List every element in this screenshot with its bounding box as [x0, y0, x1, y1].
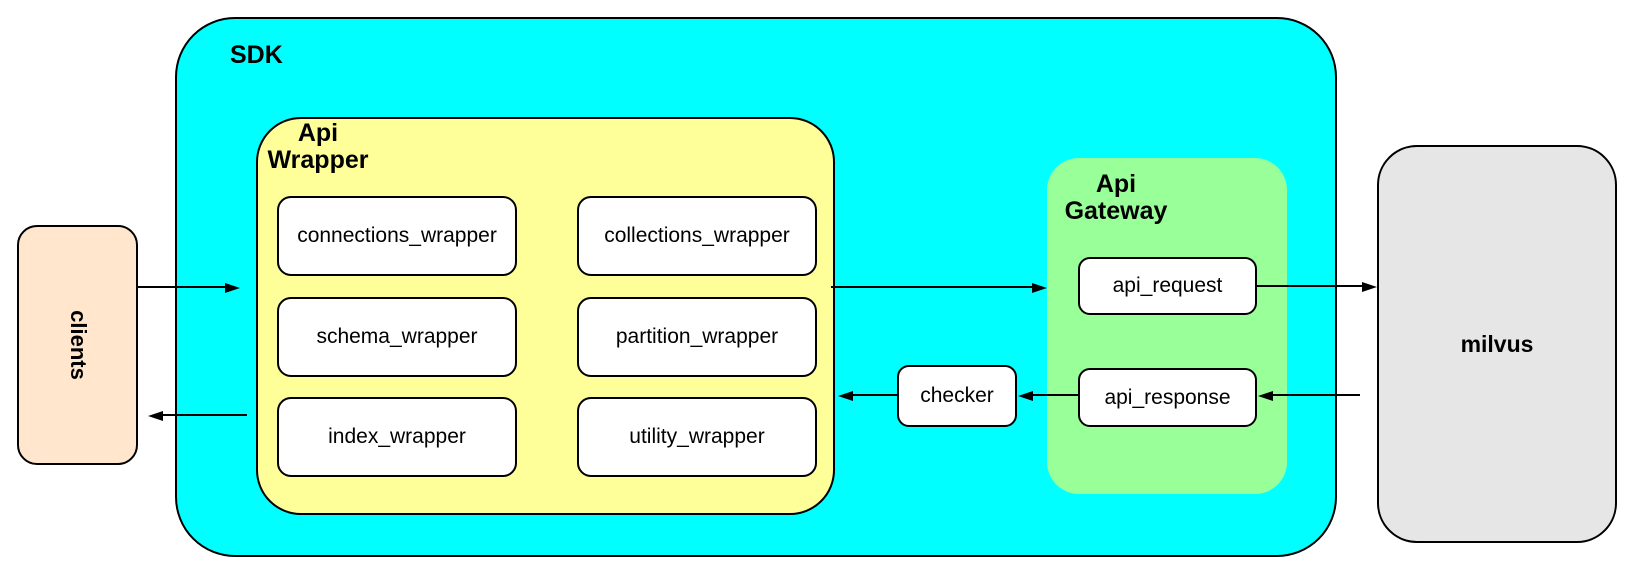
sdk-label: SDK	[230, 41, 283, 69]
node-utility-wrapper: utility_wrapper	[577, 397, 817, 477]
node-checker: checker	[897, 365, 1017, 427]
arrow-api-wrapper-to-api-gateway	[831, 283, 1047, 293]
arrow-sdk-to-clients	[148, 411, 247, 421]
node-partition-wrapper: partition_wrapper	[577, 297, 817, 377]
api-gateway-title-line1: Api	[1095, 170, 1137, 198]
arrow-checker-to-api-wrapper	[838, 391, 897, 401]
milvus-label: milvus	[1460, 330, 1534, 357]
arrow-milvus-to-api-response	[1258, 391, 1360, 401]
node-api-request: api_request	[1078, 257, 1257, 315]
arrow-api-request-to-milvus	[1257, 282, 1377, 292]
node-milvus: milvus	[1377, 145, 1617, 543]
node-index-wrapper: index_wrapper	[277, 397, 517, 477]
api-wrapper-title-line1: Api	[297, 119, 339, 147]
api-gateway-container	[1047, 158, 1287, 494]
node-connections-wrapper: connections_wrapper	[277, 196, 517, 276]
node-collections-wrapper: collections_wrapper	[577, 196, 817, 276]
api-wrapper-title: Api Wrapper	[266, 120, 370, 174]
api-gateway-title: Api Gateway	[1057, 171, 1175, 225]
node-clients: clients	[17, 225, 138, 465]
arrow-api-response-to-checker	[1018, 391, 1078, 401]
node-schema-wrapper: schema_wrapper	[277, 297, 517, 377]
api-gateway-title-line2: Gateway	[1064, 197, 1168, 225]
api-wrapper-title-line2: Wrapper	[267, 146, 369, 174]
clients-label: clients	[65, 310, 91, 380]
arrow-clients-to-sdk	[138, 283, 240, 293]
node-api-response: api_response	[1078, 368, 1257, 427]
